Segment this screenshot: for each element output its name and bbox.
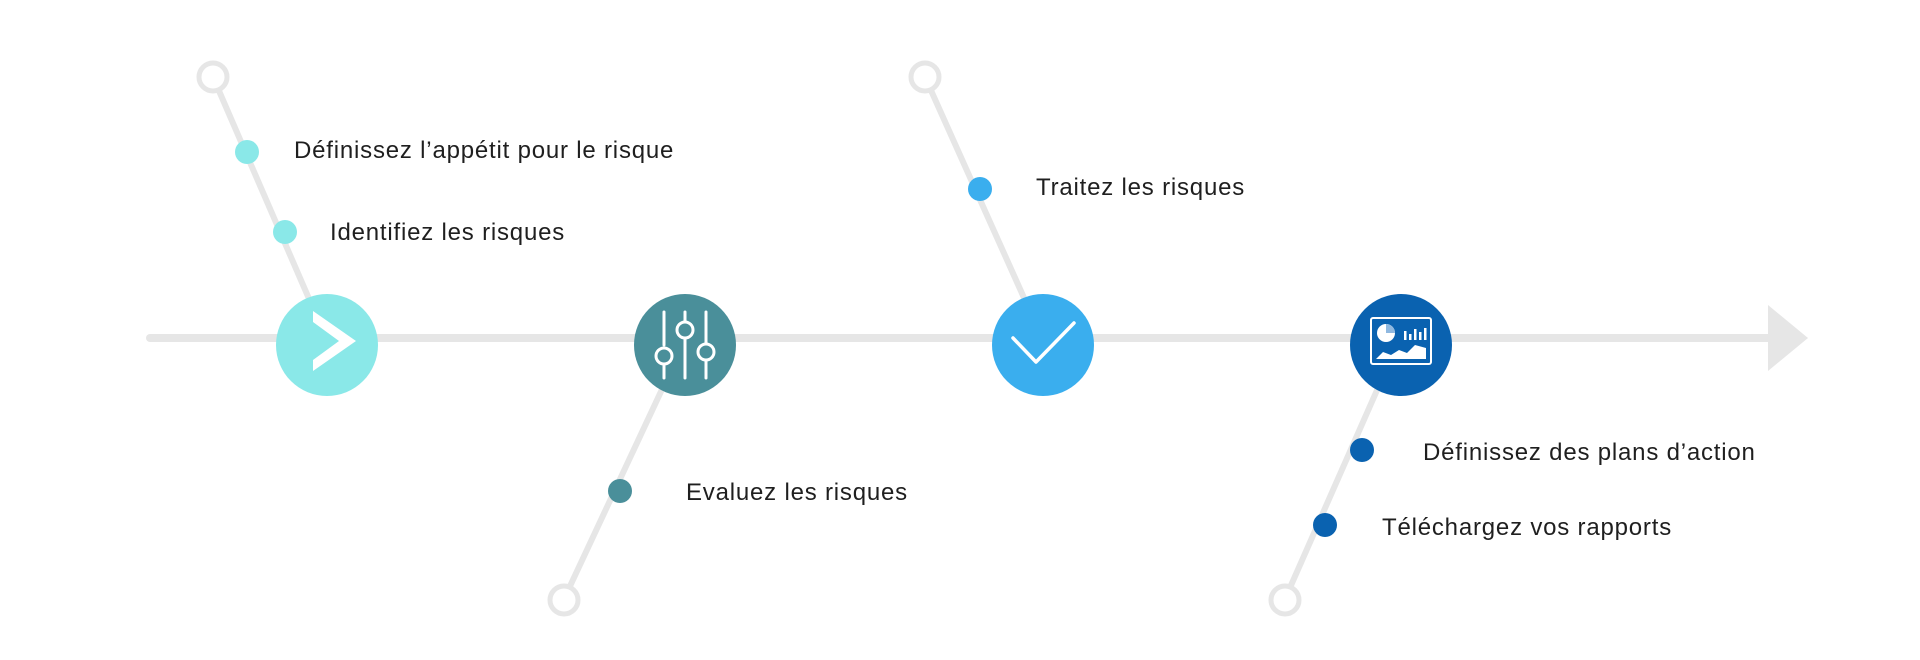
item-dot-step4-2 [1313, 513, 1337, 537]
branch-end-ring [908, 60, 942, 94]
checkmark-icon [1011, 321, 1076, 364]
step-node-3 [992, 294, 1094, 396]
branch-end-ring [196, 60, 230, 94]
branch-line-step1 [210, 75, 329, 340]
branch-end-ring [1268, 583, 1302, 617]
item-label-step2-1: Evaluez les risques [686, 479, 908, 506]
item-label-step4-1: Définissez des plans d’action [1423, 439, 1756, 466]
timeline-arrowhead [1768, 305, 1808, 371]
item-label-step4-2: Téléchargez vos rapports [1382, 514, 1672, 541]
item-dot-step1-1 [235, 140, 259, 164]
item-dot-step2-1 [608, 479, 632, 503]
dashboard-icon [1370, 317, 1432, 365]
item-label-step1-1: Définissez l’appétit pour le risque [294, 137, 674, 164]
item-dot-step1-2 [273, 220, 297, 244]
item-dot-step3-1 [968, 177, 992, 201]
branch-line-step3 [922, 75, 1045, 340]
branch-end-ring [547, 583, 581, 617]
chevron-right-icon [313, 311, 356, 371]
item-label-step1-2: Identifiez les risques [330, 219, 565, 246]
step-node-2 [634, 294, 736, 396]
sliders-icon [654, 310, 716, 380]
step-node-4 [1350, 294, 1452, 396]
item-label-step3-1: Traitez les risques [1036, 174, 1245, 201]
step-node-1 [276, 294, 378, 396]
item-dot-step4-1 [1350, 438, 1374, 462]
